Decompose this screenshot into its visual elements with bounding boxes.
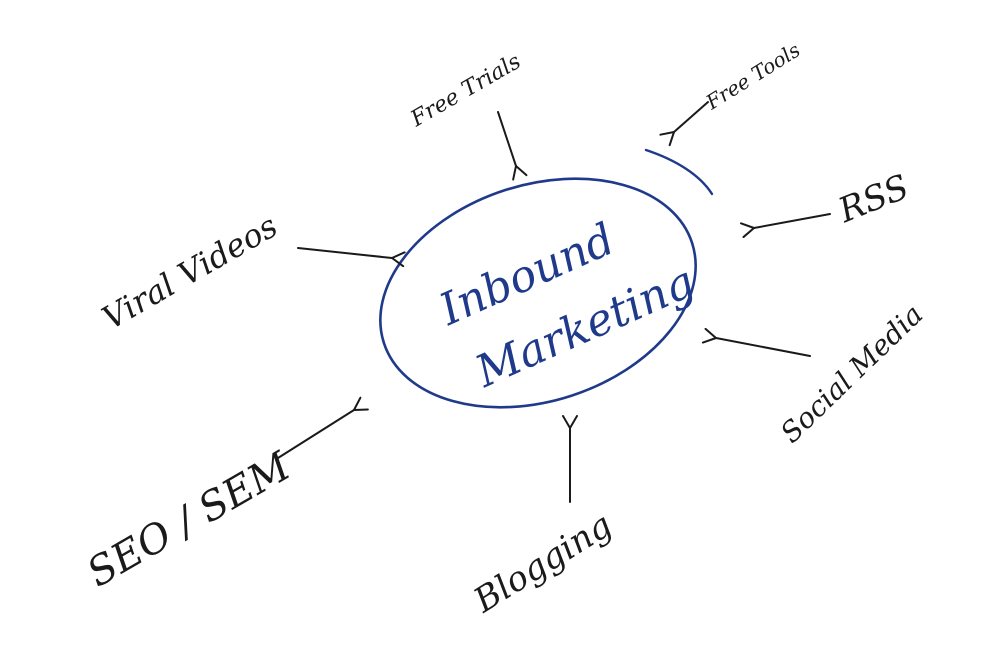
center-ellipse: [379, 148, 714, 409]
arrow-rss: [739, 213, 831, 239]
arrow-free-tools: [659, 101, 709, 147]
arrow-social-media: [701, 327, 811, 357]
arrow-viral-videos: [297, 247, 406, 268]
arrow-seo-sem: [277, 396, 369, 459]
arrow-free-trials: [497, 111, 528, 181]
